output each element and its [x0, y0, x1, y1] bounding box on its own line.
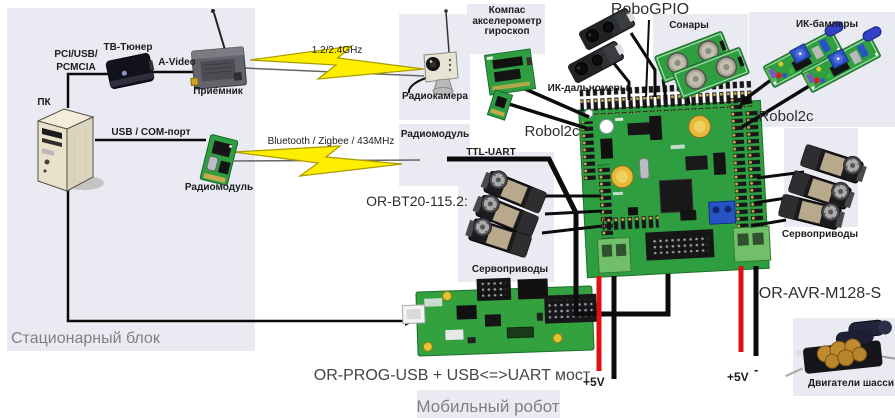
bumper-wire-arrowhead	[739, 95, 753, 106]
pci-usb-pcmcia-label: PCI/USB/PCMCIA	[54, 49, 98, 73]
sonars-label: Сонары	[669, 20, 709, 31]
pci-wire	[66, 72, 108, 108]
radio-module-stationary-label: Радиомодуль	[184, 182, 254, 193]
i2c-module	[486, 89, 514, 121]
a-video-label: A-Video	[158, 57, 196, 68]
power-left-label: +5V	[583, 375, 605, 389]
tv-tuner-label: ТВ-Тюнер	[103, 42, 153, 53]
servo-left-wire-2	[544, 209, 603, 216]
ttl-uart-wire	[447, 156, 671, 317]
i2c-module-wire	[508, 102, 587, 130]
lightning-bolt-data	[233, 145, 403, 177]
robol2c-right-label: Robol2c	[758, 108, 814, 125]
bt-module-label: OR-BT20-115.2:	[366, 193, 468, 209]
mobile-title: Мобильный робот	[416, 397, 560, 416]
servos-left-label: Сервоприводы	[471, 264, 549, 275]
tv-tuner-device	[105, 52, 155, 90]
compass-panel	[467, 4, 545, 54]
radio-module-mobile-label: Радиомодуль	[400, 129, 470, 140]
power-right-label: +5V	[727, 370, 749, 384]
bumper-wire-2	[741, 81, 815, 129]
power-wires	[596, 266, 759, 379]
camera-label: Радиокамера	[402, 91, 468, 102]
programmer-label: OR-PROG-USB + USB<=>UART мост	[313, 367, 591, 384]
mobile-title-panel	[417, 390, 560, 418]
servo-right-wire-3	[750, 218, 787, 228]
ir-rangefinder-wire-2	[610, 60, 631, 100]
robogpio-leader	[645, 19, 650, 98]
receiver-device	[190, 9, 247, 90]
lightning-bolt-video	[249, 45, 425, 80]
servos-right-label: Сервоприводы	[781, 229, 859, 240]
ir-bumpers-label: ИК-бамперы	[795, 19, 859, 30]
stationary-title: Стационарный блок	[11, 330, 160, 347]
robol2c-left-label: Robol2c	[524, 123, 580, 140]
main-board	[578, 80, 772, 279]
programmer-board	[401, 277, 598, 357]
pc-tower	[36, 108, 104, 192]
chassis-motors	[785, 319, 895, 378]
usb-programmer-wire	[66, 186, 406, 323]
data-link-label: Bluetooth / Zigbee / 434MHz	[267, 136, 395, 147]
pc-label: ПК	[37, 97, 51, 108]
receiver-label: Приёмник	[193, 86, 243, 97]
sonar-wire-1	[661, 78, 668, 101]
stationary-wires	[66, 70, 406, 323]
usb-com-label: USB / COM-порт	[111, 127, 191, 138]
ir-rangefinders-label: ИК-дальномеры	[547, 83, 629, 94]
compass-module	[483, 48, 537, 96]
main-board-label: OR-AVR-M128-S	[758, 285, 882, 302]
servo-left-wire-3	[541, 224, 603, 235]
video-link-label: 1.2/2.4GHz	[311, 45, 363, 56]
ir-rangefinder-wire-1	[629, 32, 657, 97]
radio-camera-device	[407, 9, 459, 95]
ttl-uart-label: TTL-UART	[466, 147, 516, 158]
robogpio-label: RoboGPIO	[610, 1, 690, 18]
compass-wire	[515, 83, 590, 119]
motors-label: Двигатели шасси	[807, 378, 895, 389]
power-minus-label: -	[754, 362, 759, 377]
